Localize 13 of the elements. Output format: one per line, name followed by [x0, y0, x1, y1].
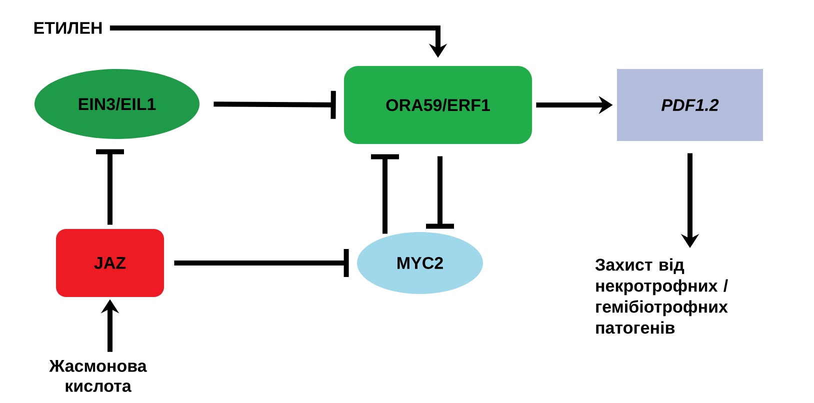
process-box: ORA59/ERF1	[344, 66, 532, 144]
inhibition-arrow	[96, 149, 124, 225]
process-box: JAZ	[56, 229, 164, 297]
inhibition-arrow	[371, 154, 399, 234]
inhibition-arrow	[214, 90, 336, 119]
label-text: Захист від некротрофних / гемібіотрофних патогенів	[595, 258, 728, 334]
inhibition-arrow	[174, 249, 349, 277]
ellipse-node: MYC2	[357, 232, 483, 294]
inhibition-arrow	[426, 156, 454, 229]
ellipse-node: EIN3/EIL1	[34, 69, 200, 139]
gene-box: PDF1.2	[617, 69, 763, 141]
label-text: Жасмонова кислота	[49, 360, 147, 392]
label-text: ЕТИЛЕН	[34, 22, 102, 34]
